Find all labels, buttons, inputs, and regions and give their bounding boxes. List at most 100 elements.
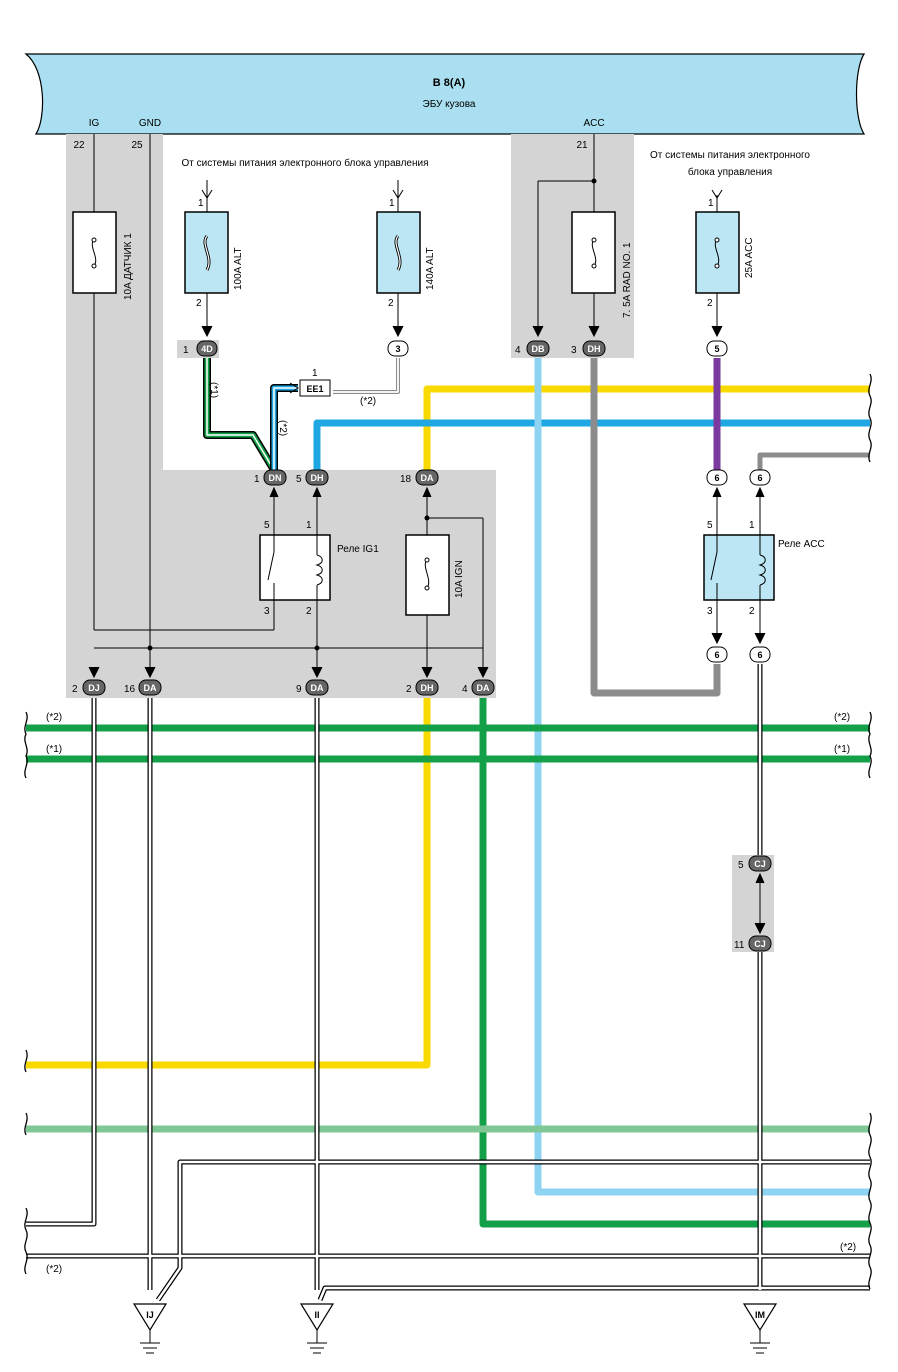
svg-text:DA: DA [477, 683, 490, 693]
connector-6-lower-left: 6 [706, 632, 728, 663]
connector-cj-5-pin: 5 [738, 860, 744, 871]
svg-text:6: 6 [757, 650, 762, 660]
connector-cj-11: CJ 11 [734, 922, 772, 952]
relay-ig1-pin5: 5 [264, 520, 270, 531]
ground-ij: IJ [132, 1303, 168, 1354]
fuse-140a-alt: 140A ALT 1 2 [376, 198, 436, 309]
relay-ig1-pin2: 2 [306, 606, 312, 617]
connector-ee1-pin: 1 [312, 368, 318, 379]
fuse-140a-pin1: 1 [389, 198, 395, 209]
fuse-10a-ign: 10A IGN [405, 534, 465, 616]
connector-6-right: 6 [749, 469, 771, 498]
mark-star1-left: (*1) [46, 744, 62, 755]
relay-acc-pin1: 1 [749, 520, 755, 531]
svg-text:DA: DA [144, 683, 157, 693]
fuse-rad-label: 7. 5A RAD NO. 1 [622, 242, 633, 318]
mark-star2-bottom-right: (*2) [840, 1242, 856, 1253]
svg-text:DN: DN [269, 473, 282, 483]
connector-3: 3 [387, 325, 409, 357]
fuse-100a-pin2: 2 [196, 298, 202, 309]
ecu-pin-acc: ACC [583, 118, 604, 129]
relay-acc-label: Реле ACC [778, 539, 825, 550]
fuse-25a-pin2: 2 [707, 298, 713, 309]
connector-dj: DJ 2 [72, 666, 106, 696]
ground-ii: II [299, 1303, 335, 1354]
connector-dh-top-pin: 3 [571, 345, 577, 356]
connector-dh-2: DH 2 [406, 666, 439, 696]
pin-25: 25 [131, 140, 143, 151]
fuse-sensor-label: 10A ДАТЧИК 1 [123, 233, 134, 300]
fuse-100a-pin1: 1 [198, 198, 204, 209]
mark-star1-a: (*1) [208, 382, 219, 398]
mark-star2-right: (*2) [834, 712, 850, 723]
svg-text:DA: DA [421, 473, 434, 483]
fuse-25a-acc: 25A ACC 1 2 [695, 198, 755, 309]
connector-dh-mid: DH 5 [296, 469, 329, 498]
power-source-note-2b: блока управления [688, 166, 772, 178]
fuse-100a-label: 100A ALT [233, 247, 244, 290]
ground-im: IM [742, 1303, 778, 1354]
fuse-140a-pin2: 2 [388, 298, 394, 309]
power-input-arrows [201, 189, 723, 199]
relay-acc-pin3: 3 [707, 606, 713, 617]
connector-4d: 4D 1 [183, 325, 218, 357]
svg-text:II: II [314, 1310, 319, 1320]
fuse-ign-label: 10A IGN [454, 560, 465, 598]
connector-dn: DN 1 [254, 469, 287, 498]
ecu-block: B 8(A) ЭБУ кузова IG GND ACC [24, 53, 866, 135]
svg-text:4D: 4D [201, 344, 213, 354]
connector-da-9-pin: 9 [296, 684, 302, 695]
ecu-name: ЭБУ кузова [423, 99, 476, 110]
connector-cj-11-pin: 11 [734, 940, 745, 951]
svg-text:DJ: DJ [88, 683, 100, 693]
svg-text:CJ: CJ [754, 859, 766, 869]
fuse-sensor: 10A ДАТЧИК 1 [72, 211, 134, 300]
connector-dn-pin: 1 [254, 474, 260, 485]
fuse-rad-no1: 7. 5A RAD NO. 1 [571, 211, 633, 318]
mark-star2-a: (*2) [277, 420, 288, 436]
mark-star2-bottom-left: (*2) [46, 1264, 62, 1275]
fuse-100a-alt: 100A ALT 1 2 [184, 198, 244, 309]
connector-dh-2-pin: 2 [406, 684, 412, 695]
svg-text:6: 6 [757, 473, 762, 483]
relay-ig1-pin3: 3 [264, 606, 270, 617]
svg-text:DH: DH [588, 344, 601, 354]
relay-ig1: Реле IG1 5 1 3 2 [259, 520, 379, 617]
ecu-pin-ig: IG [89, 118, 100, 129]
svg-text:3: 3 [395, 344, 400, 354]
connector-da-16: DA 16 [124, 666, 162, 696]
svg-text:EE1: EE1 [306, 384, 323, 394]
connector-da-4: DA 4 [462, 666, 495, 696]
connector-6-left: 6 [706, 469, 728, 498]
connector-dj-pin: 2 [72, 684, 78, 695]
pin-22: 22 [73, 140, 85, 151]
connector-4d-pin: 1 [183, 345, 189, 356]
svg-text:6: 6 [714, 473, 719, 483]
connector-cj-5: CJ 5 [738, 855, 772, 884]
relay-acc: Реле ACC 5 1 3 2 [703, 520, 825, 617]
fuse-25a-label: 25A ACC [744, 237, 755, 278]
connector-6-lower-right: 6 [749, 632, 771, 663]
power-source-note-1: От системы питания электронного блока уп… [181, 157, 428, 169]
fuse-25a-pin1: 1 [708, 198, 714, 209]
connector-da-16-pin: 16 [124, 684, 136, 695]
svg-text:IM: IM [755, 1310, 765, 1320]
connector-da-18-pin: 18 [400, 474, 412, 485]
svg-text:6: 6 [714, 650, 719, 660]
svg-text:DH: DH [421, 683, 434, 693]
connector-db: DB 4 [515, 325, 550, 357]
relay-acc-pin5: 5 [707, 520, 713, 531]
svg-text:DH: DH [311, 473, 324, 483]
connector-da-18: DA 18 [400, 469, 439, 498]
svg-text:5: 5 [714, 344, 719, 354]
power-source-note-2a: От системы питания электронного [650, 150, 810, 161]
connector-ee1: EE1 1 [289, 368, 331, 397]
svg-text:DB: DB [532, 344, 545, 354]
connector-dh-top: DH 3 [571, 325, 606, 357]
svg-text:DA: DA [311, 683, 324, 693]
ecu-id: B 8(A) [433, 77, 466, 89]
ecu-pin-gnd: GND [139, 118, 161, 129]
connector-5: 5 [706, 325, 728, 357]
double-wires [26, 358, 870, 1302]
